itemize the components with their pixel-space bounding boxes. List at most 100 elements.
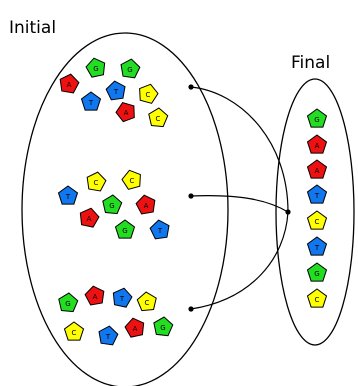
nucleotide-initial-3-1: G bbox=[58, 292, 79, 313]
nucleotide-letter: C bbox=[72, 329, 77, 337]
nucleotide-letter: A bbox=[133, 325, 138, 333]
nucleotide-letter: G bbox=[314, 270, 319, 278]
nucleotide-letter: A bbox=[124, 109, 129, 117]
final-label: Final bbox=[291, 53, 330, 73]
initial-label: Initial bbox=[9, 18, 56, 38]
pentagon-shape bbox=[85, 57, 106, 78]
pentagon-shape bbox=[149, 219, 170, 240]
initial-pool-ellipse bbox=[21, 32, 229, 386]
pentagon-shape bbox=[136, 291, 157, 312]
nucleotide-initial-1-6: T bbox=[80, 91, 102, 111]
pentagon-shape bbox=[306, 236, 328, 256]
nucleotide-initial-3-2: A bbox=[84, 285, 105, 306]
group-3-dot bbox=[188, 306, 194, 312]
nucleotide-letter: G bbox=[160, 324, 165, 332]
nucleotide-letter: C bbox=[94, 179, 99, 187]
nucleotide-initial-1-8: C bbox=[148, 107, 169, 128]
nucleotide-letter: G bbox=[127, 66, 132, 74]
pentagon-shape bbox=[153, 316, 174, 337]
nucleotide-letter: A bbox=[144, 202, 149, 210]
nucleotide-letter: T bbox=[314, 192, 320, 200]
nucleotide-letter: A bbox=[315, 142, 320, 150]
nucleotide-letter: A bbox=[93, 293, 98, 301]
nucleotide-final-4: T bbox=[306, 184, 328, 204]
nucleotide-initial-3-4: C bbox=[136, 291, 157, 312]
nucleotide-initial-1-3: G bbox=[120, 58, 141, 79]
nucleotide-letter: C bbox=[145, 299, 150, 307]
nucleotide-initial-3-7: A bbox=[124, 317, 145, 338]
nucleotide-letter: C bbox=[146, 91, 151, 99]
nucleotide-final-7: G bbox=[306, 262, 328, 282]
nucleotide-initial-2-7: G bbox=[114, 219, 136, 239]
nucleotide-letter: T bbox=[314, 244, 320, 252]
pentagon-shape bbox=[80, 91, 102, 111]
pentagon-shape bbox=[114, 219, 136, 239]
nucleotide-final-2: A bbox=[306, 134, 328, 154]
nucleotide-initial-3-3: T bbox=[112, 287, 133, 308]
final-pool-ellipse bbox=[275, 78, 355, 346]
nucleotide-final-1: G bbox=[306, 108, 328, 128]
group-1-dot bbox=[188, 84, 194, 90]
pentagon-shape bbox=[86, 171, 107, 192]
nucleotide-initial-1-5: C bbox=[139, 83, 159, 104]
nucleotide-initial-1-2: G bbox=[85, 57, 106, 78]
pentagon-shape bbox=[84, 285, 105, 306]
pentagon-shape bbox=[102, 194, 123, 215]
pentagon-shape bbox=[115, 102, 135, 123]
group-2-dot bbox=[188, 193, 194, 199]
connector-group-3 bbox=[190, 211, 289, 310]
pentagon-shape bbox=[306, 262, 328, 282]
nucleotide-initial-2-5: A bbox=[135, 194, 156, 215]
nucleotide-initial-1-4: T bbox=[105, 80, 126, 101]
nucleotide-initial-2-3: T bbox=[57, 185, 79, 205]
nucleotide-initial-3-8: G bbox=[153, 316, 174, 337]
junction-dot bbox=[285, 209, 291, 215]
connector-group-1 bbox=[190, 86, 289, 213]
pentagon-shape bbox=[105, 80, 126, 101]
pentagon-shape bbox=[59, 73, 80, 94]
nucleotide-letter: T bbox=[119, 295, 125, 303]
nucleotide-letter: G bbox=[109, 202, 114, 210]
nucleotide-final-3: A bbox=[306, 159, 328, 179]
nucleotide-letter: G bbox=[65, 300, 70, 308]
nucleotide-letter: T bbox=[105, 333, 111, 341]
pentagon-shape bbox=[57, 185, 79, 205]
nucleotide-initial-3-5: C bbox=[63, 321, 85, 341]
pentagon-shape bbox=[112, 287, 133, 308]
nucleotides: A G G T C T A C C C T G A A G T G A T C C T A G G A A T C T G C bbox=[57, 57, 328, 346]
nucleotide-initial-1-1: A bbox=[59, 73, 80, 94]
pentagon-shape bbox=[306, 184, 328, 204]
pentagon-shape bbox=[121, 169, 141, 190]
nucleotide-initial-2-2: C bbox=[121, 169, 141, 190]
nucleotide-letter: C bbox=[156, 115, 161, 123]
nucleotide-letter: A bbox=[67, 81, 72, 89]
nucleotide-initial-2-8: T bbox=[149, 219, 170, 240]
nucleotide-letter: C bbox=[130, 177, 135, 185]
nucleotide-initial-2-1: C bbox=[86, 171, 107, 192]
pentagon-shape bbox=[79, 207, 100, 228]
nucleotide-letter: T bbox=[65, 193, 71, 201]
connector-group-2 bbox=[190, 195, 289, 213]
pentagon-shape bbox=[135, 194, 156, 215]
pentagon-shape bbox=[58, 292, 79, 313]
nucleotide-letter: A bbox=[87, 215, 92, 223]
pentagon-shape bbox=[139, 83, 159, 104]
nucleotide-letter: G bbox=[93, 65, 98, 73]
nucleotide-letter: A bbox=[315, 167, 320, 175]
nucleotide-final-6: T bbox=[306, 236, 328, 256]
nucleotide-initial-3-6: T bbox=[98, 325, 119, 346]
nucleotide-letter: G bbox=[122, 227, 127, 235]
nucleotide-initial-1-7: A bbox=[115, 102, 135, 123]
nucleotide-letter: C bbox=[315, 296, 320, 304]
nucleotide-letter: T bbox=[113, 88, 119, 96]
pentagon-shape bbox=[120, 58, 141, 79]
nucleotide-letter: C bbox=[315, 218, 320, 226]
pentagon-shape bbox=[306, 134, 328, 154]
nucleotide-letter: T bbox=[88, 99, 94, 107]
pentagon-shape bbox=[306, 288, 328, 308]
connectors bbox=[188, 84, 291, 312]
pentagon-shape bbox=[124, 317, 145, 338]
nucleotide-letter: T bbox=[157, 227, 163, 235]
pentagon-shape bbox=[148, 107, 169, 128]
